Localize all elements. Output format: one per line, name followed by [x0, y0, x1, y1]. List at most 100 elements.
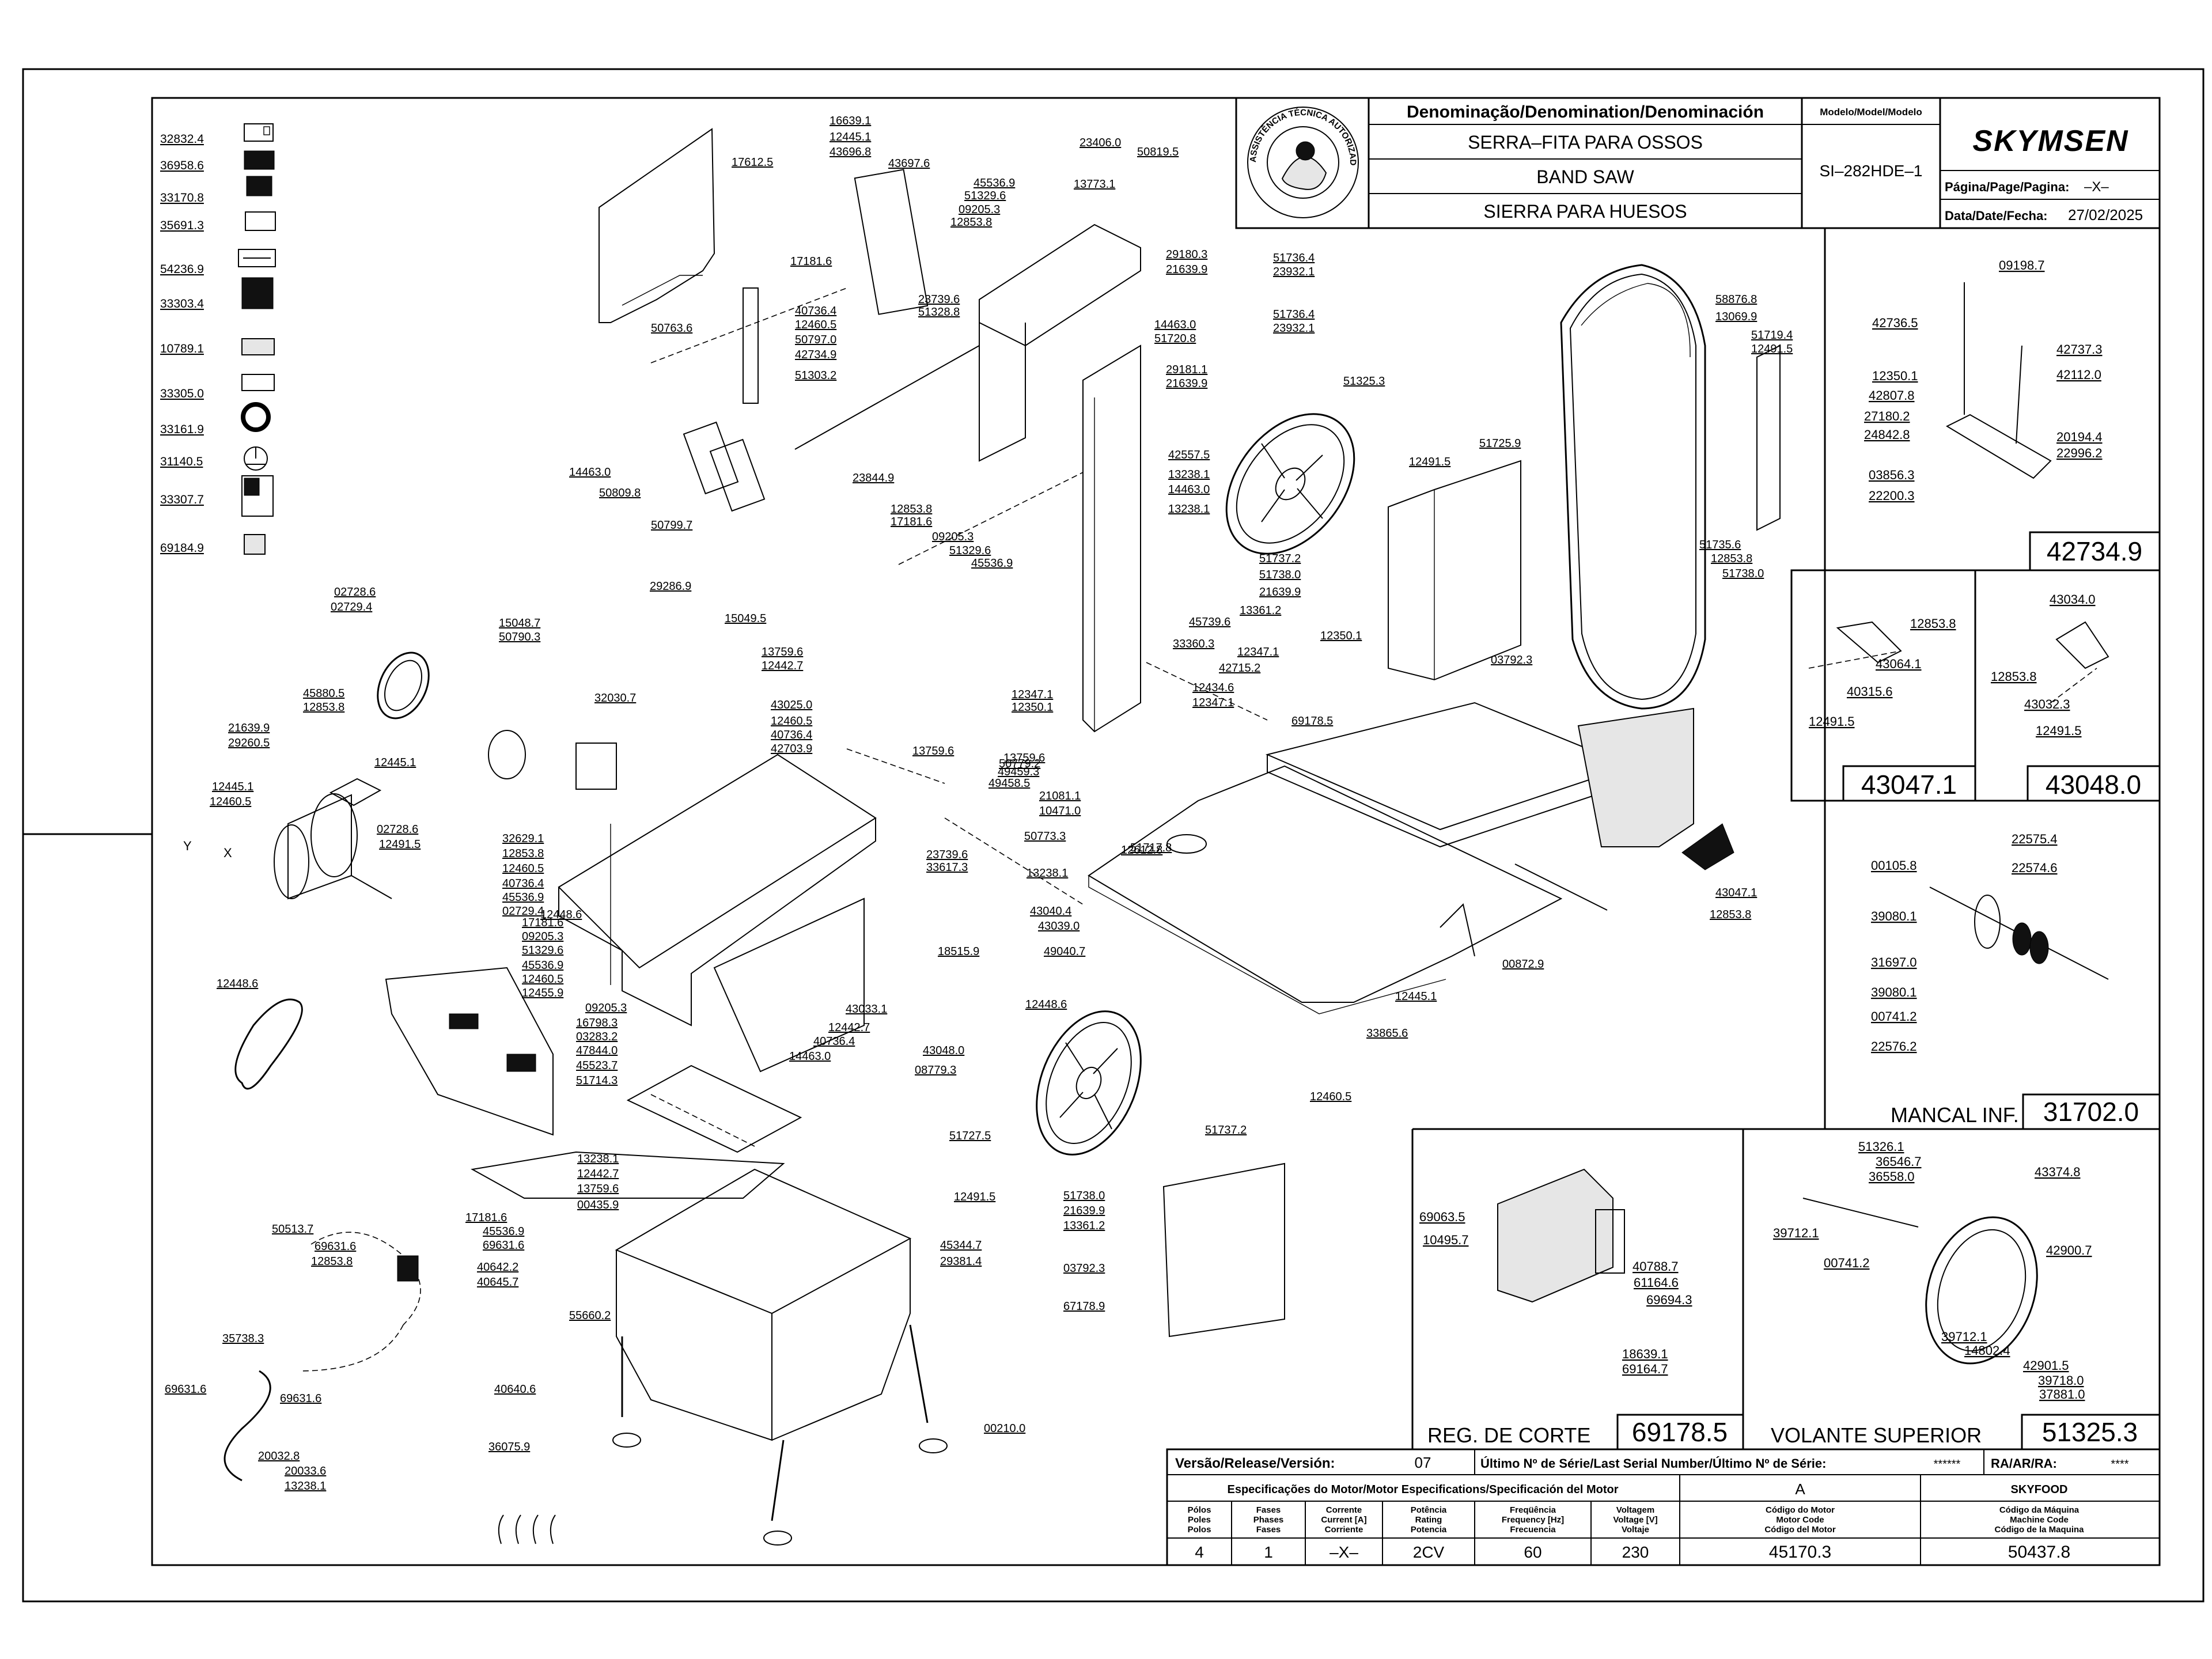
callout-label: 33617.3: [926, 861, 968, 874]
callout-label: 51329.6: [964, 190, 1006, 202]
panel-31702-name: MANCAL INF.: [1891, 1103, 2019, 1127]
callout-label: 49040.7: [1044, 945, 1085, 958]
panel-part-label: 20194.4: [2056, 430, 2103, 444]
callout-label: 51325.3: [1343, 375, 1385, 388]
callout-label: 03792.3: [1063, 1262, 1105, 1275]
panel-part-label: 39080.1: [1871, 909, 1917, 923]
motor-column-header: Voltage [V]: [1613, 1515, 1657, 1525]
callout-label: 17181.6: [465, 1211, 507, 1224]
callout-label: 12350.1: [1012, 701, 1053, 714]
callout-label: 45536.9: [971, 557, 1013, 570]
motor-column-header: Current [A]: [1321, 1515, 1366, 1525]
panel-part-label: 31697.0: [1871, 955, 1917, 969]
callout-label: 12491.5: [954, 1191, 995, 1203]
panel-part-label: 42901.5: [2023, 1358, 2069, 1373]
callout-label: 47844.0: [576, 1044, 618, 1057]
callout-label: 15049.5: [725, 612, 766, 625]
motor-column-header: Código da Máquina: [1999, 1505, 2080, 1515]
callout-label: 51328.8: [918, 306, 960, 319]
serial-value: ******: [1934, 1458, 1961, 1471]
callout-label: 32629.1: [502, 832, 544, 845]
val-phases: 1: [1264, 1543, 1273, 1561]
callout-label: 51720.8: [1154, 332, 1196, 345]
callout-label: 13759.6: [762, 646, 803, 658]
axis-x-label: X: [224, 846, 232, 860]
panel-part-label: 14802.4: [1964, 1343, 2010, 1358]
panel-part-label: 18639.1: [1622, 1347, 1668, 1361]
part-label: 33170.8: [160, 191, 204, 204]
part-label: 54236.9: [160, 263, 204, 276]
panel-51325-name: VOLANTE SUPERIOR: [1771, 1423, 1982, 1447]
callout-label: 13773.1: [1074, 178, 1115, 191]
axis-y-label: Y: [183, 839, 192, 853]
callout-label: 45536.9: [974, 177, 1015, 190]
callout-label: 33865.6: [1366, 1027, 1408, 1040]
panel-31702-code: 31702.0: [2043, 1097, 2139, 1127]
part-label: 35691.3: [160, 219, 204, 232]
callout-label: 14463.0: [569, 466, 611, 479]
callout-label: 49459.3: [998, 766, 1039, 778]
callout-label: 50779.2: [999, 757, 1040, 770]
authorized-service-seal: ASSISTÊNCIA TÉCNICA AUTORIZADA: [0, 0, 1359, 218]
callout-label: 12448.6: [540, 908, 582, 921]
callout-label: 55660.2: [569, 1309, 611, 1322]
callout-label: 42715.2: [1219, 662, 1260, 675]
callout-label: 36075.9: [488, 1441, 530, 1453]
panel-part-label: 43374.8: [2035, 1165, 2081, 1179]
motor-column-header: Código del Motor: [1764, 1525, 1835, 1535]
panel-part-label: 43032.3: [2024, 697, 2070, 711]
val-freq: 60: [1524, 1543, 1541, 1561]
val-current: –X–: [1330, 1543, 1358, 1561]
callout-label: 13238.1: [1168, 503, 1210, 516]
part-label: 36958.6: [160, 159, 204, 172]
callout-label: 12455.9: [522, 987, 563, 999]
callout-label: 51725.9: [1479, 437, 1521, 450]
motor-column-header: Phases: [1253, 1515, 1284, 1525]
callout-label: 12442.7: [828, 1021, 870, 1034]
panel-part-label: 43064.1: [1876, 657, 1922, 671]
callout-label: 23844.9: [853, 472, 894, 484]
panel-69178-code: 69178.5: [1632, 1417, 1728, 1447]
title-block: Denominação/Denomination/Denominación Mo…: [0, 0, 2161, 229]
panel-part-label: 22996.2: [2056, 446, 2103, 460]
val-motor-code: 45170.3: [1769, 1543, 1831, 1562]
callout-label: 40736.4: [502, 877, 544, 890]
callout-label: 12853.8: [1711, 552, 1752, 565]
callout-label: 12491.5: [379, 838, 421, 851]
motor-column-header: Polos: [1188, 1525, 1211, 1535]
date-label: Data/Date/Fecha:: [1945, 209, 2048, 223]
callout-label: 29286.9: [650, 580, 691, 593]
callout-label: 20032.8: [258, 1450, 300, 1463]
callout-label: 23932.1: [1273, 322, 1315, 335]
callout-label: 21639.9: [1166, 377, 1207, 390]
panel-part-label: 03856.3: [1869, 468, 1915, 482]
page-label: Página/Page/Pagina:: [1945, 180, 2069, 194]
part-label: 31140.5: [160, 455, 203, 468]
callout-label: 14463.0: [1154, 319, 1196, 331]
name-es: SIERRA PARA HUESOS: [1483, 201, 1687, 222]
callout-label: 13759.6: [1003, 752, 1045, 764]
callout-label: 21639.9: [228, 722, 270, 734]
callout-label: 40640.6: [494, 1383, 536, 1396]
callout-label: 12460.5: [795, 319, 836, 331]
base-cabinet: [612, 1168, 948, 1546]
callout-label: 12460.5: [502, 862, 544, 875]
panel-part-label: 24842.8: [1864, 427, 1910, 442]
callout-label: 21081.1: [1039, 790, 1081, 802]
callout-label: 29180.3: [1166, 248, 1207, 261]
motor-column-header: Rating: [1415, 1515, 1442, 1525]
panel-part-label: 22574.6: [2012, 861, 2058, 875]
callout-label: 14463.0: [1168, 483, 1210, 496]
callout-label: 40736.4: [795, 305, 836, 317]
version-value: 07: [1415, 1454, 1431, 1471]
callout-label: 40736.4: [771, 729, 812, 741]
motor-column-header: Machine Code: [2010, 1515, 2069, 1525]
callout-label: 00872.9: [1502, 958, 1544, 971]
callout-label: 12460.5: [771, 715, 812, 728]
panel-part-label: 37881.0: [2039, 1387, 2085, 1402]
callout-label: 43025.0: [771, 699, 812, 711]
callout-label: 17612.5: [732, 156, 773, 169]
callout-label: 29181.1: [1166, 363, 1207, 376]
